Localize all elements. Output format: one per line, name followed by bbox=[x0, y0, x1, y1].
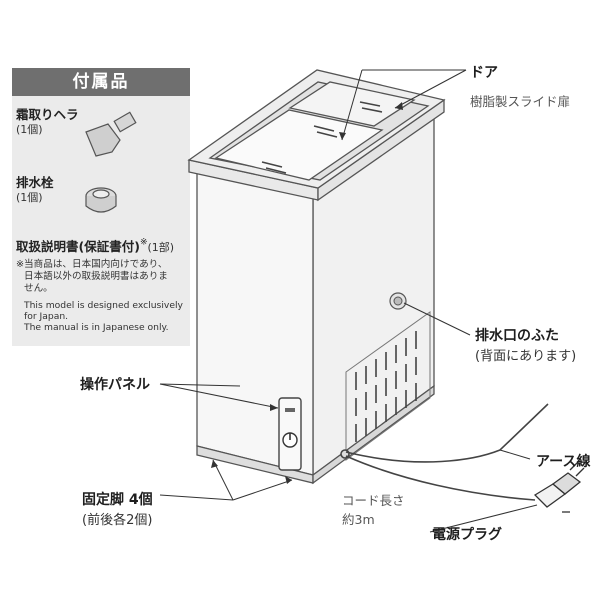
scraper-qty: (1個) bbox=[16, 123, 43, 136]
note-jp-line-1: ※当商品は、日本国内向けであり、 bbox=[16, 259, 168, 270]
power-cord bbox=[340, 403, 549, 501]
manual-mark: ※ bbox=[139, 237, 148, 248]
note-jp-line-2: 日本語以外の取扱説明書はありま bbox=[24, 271, 168, 282]
power-plug-label: 電源プラグ bbox=[432, 527, 502, 543]
drain-cap bbox=[389, 292, 407, 310]
freezer-body bbox=[187, 69, 446, 485]
cord-length-label: コード長さ bbox=[342, 493, 405, 508]
control-panel bbox=[278, 397, 302, 471]
accessories-panel: 付属品 bbox=[12, 68, 190, 346]
note-en-line-1: This model is designed exclusively bbox=[24, 300, 183, 311]
drain-plug-label: 排水栓 bbox=[16, 175, 54, 190]
power-plug-illustration bbox=[533, 461, 585, 513]
drain-cap-sub-label: (背面にあります) bbox=[475, 349, 577, 364]
rear-vent-grille bbox=[345, 311, 431, 461]
cord-length-value: 約3m bbox=[342, 512, 375, 527]
manual-line: 取扱説明書(保証書付)※(1部) bbox=[16, 236, 174, 255]
control-panel-label: 操作パネル bbox=[80, 377, 150, 393]
drain-plug-illustration bbox=[85, 187, 117, 213]
scraper-label: 霜取りヘラ bbox=[16, 107, 79, 122]
door-handle-marks bbox=[261, 101, 383, 174]
door-label: ドア bbox=[470, 65, 498, 81]
note-en-line-2: for Japan. bbox=[24, 311, 69, 322]
feet-label: 固定脚 4個 bbox=[82, 492, 153, 508]
note-jp-line-3: せん。 bbox=[24, 283, 53, 294]
earth-wire-label: アース線 bbox=[536, 454, 591, 470]
leader-arrowheads bbox=[211, 102, 403, 484]
manual-label: 取扱説明書(保証書付) bbox=[16, 239, 140, 254]
feet-sub-label: (前後各2個) bbox=[82, 513, 153, 528]
note-en-line-3: The manual is in Japanese only. bbox=[24, 322, 169, 333]
leader-lines bbox=[159, 69, 538, 533]
scraper-illustration bbox=[85, 111, 137, 157]
accessories-title: 付属品 bbox=[12, 68, 190, 96]
drain-plug-qty: (1個) bbox=[16, 191, 43, 204]
manual-qty: (1部) bbox=[147, 241, 175, 254]
door-sub-label: 樹脂製スライド扉 bbox=[470, 94, 571, 109]
drain-cap-label: 排水口のふた bbox=[475, 328, 559, 344]
